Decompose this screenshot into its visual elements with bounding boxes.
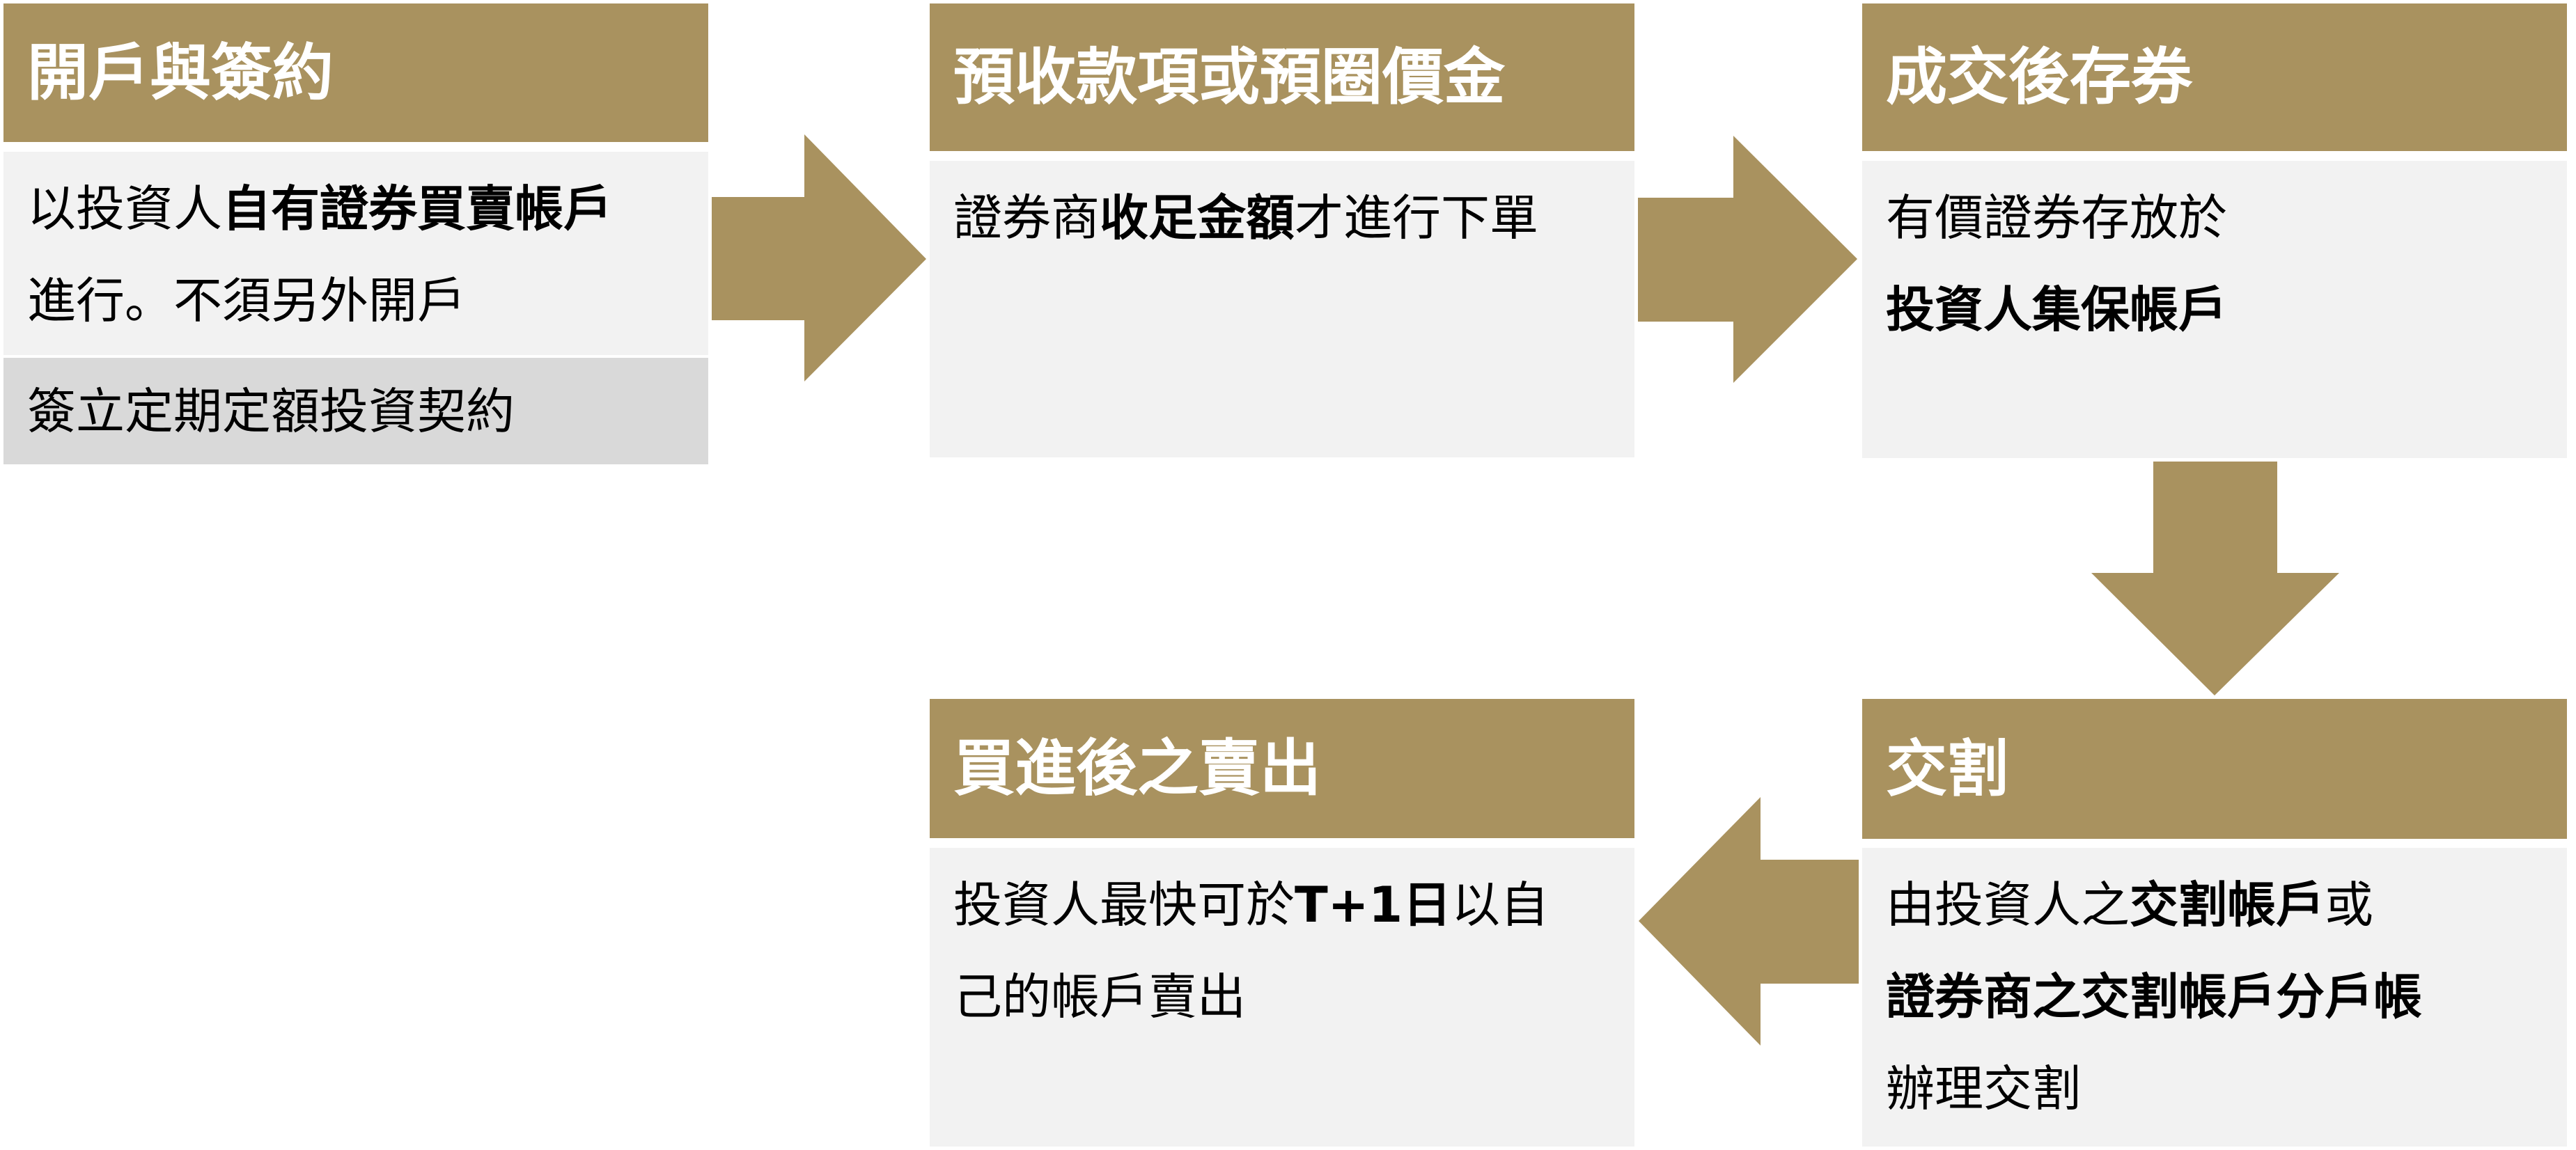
footer-text: 簽立定期定額投資契約 [27,382,515,440]
body-line: 有價證券存放於 [1886,172,2567,264]
body-text: 投資人最快可於 [953,876,1295,934]
body-line: 投資人集保帳戶 [1886,264,2567,356]
body-text-bold: 證券商之交割帳戶分戶帳 [1886,968,2422,1025]
body-text: 己的帳戶賣出 [953,968,1246,1025]
step-sell-after-buy: 買進後之賣出 投資人最快可於T+1日以自 己的帳戶賣出 [930,699,1634,1147]
body-line: 辦理交割 [1886,1043,2567,1135]
body-text: 或 [2325,876,2373,934]
step-title-text: 成交後存券 [1886,41,2193,113]
step-title: 預收款項或預圈價金 [930,3,1634,151]
body-line: 證券商收足金額才進行下單 [953,172,1634,264]
body-line: 以投資人自有證券買賣帳戶 [27,163,708,255]
body-line: 投資人最快可於T+1日以自 [953,859,1634,951]
step-title-text: 開戶與簽約 [27,36,334,109]
step-open-account-and-sign: 開戶與簽約 以投資人自有證券買賣帳戶 進行。不須另外開戶 簽立定期定額投資契約 [3,3,708,464]
step-body: 證券商收足金額才進行下單 [930,161,1634,457]
step-title: 成交後存券 [1862,3,2567,151]
step-title-text: 預收款項或預圈價金 [953,41,1506,113]
step-body: 由投資人之交割帳戶或 證券商之交割帳戶分戶帳 辦理交割 [1862,848,2567,1147]
body-text: 證券商 [953,189,1100,246]
body-text: 由投資人之 [1886,876,2130,934]
step-title: 交割 [1862,699,2567,839]
body-text: 進行。不須另外開戶 [27,272,466,329]
body-text: 以投資人 [27,180,222,237]
step-body: 有價證券存放於 投資人集保帳戶 [1862,161,2567,458]
body-text-bold: 收足金額 [1100,189,1295,246]
body-text-bold: 自有證券買賣帳戶 [222,180,612,237]
body-text: 有價證券存放於 [1886,189,2227,246]
body-text: 以自 [1451,876,1549,934]
body-text-bold: 交割帳戶 [2130,876,2325,934]
step-body: 投資人最快可於T+1日以自 己的帳戶賣出 [930,848,1634,1147]
step-title-text: 交割 [1886,732,2009,805]
body-text: 辦理交割 [1886,1060,2081,1117]
step-post-trade-custody: 成交後存券 有價證券存放於 投資人集保帳戶 [1862,3,2567,458]
body-line: 己的帳戶賣出 [953,951,1634,1043]
step-prepayment: 預收款項或預圈價金 證券商收足金額才進行下單 [930,3,1634,457]
body-text-bold: 投資人集保帳戶 [1886,281,2227,338]
step-title-text: 買進後之賣出 [953,732,1322,804]
step-title: 開戶與簽約 [3,3,708,142]
body-line: 證券商之交割帳戶分戶帳 [1886,951,2567,1043]
body-text: 才進行下單 [1295,189,1538,246]
body-line: 由投資人之交割帳戶或 [1886,859,2567,951]
step-title: 買進後之賣出 [930,699,1634,838]
step-footer-strip: 簽立定期定額投資契約 [3,358,708,464]
body-line: 進行。不須另外開戶 [27,255,708,347]
step-settlement: 交割 由投資人之交割帳戶或 證券商之交割帳戶分戶帳 辦理交割 [1862,699,2567,1147]
body-text-bold: T+1日 [1295,876,1452,934]
step-body: 以投資人自有證券買賣帳戶 進行。不須另外開戶 [3,152,708,355]
